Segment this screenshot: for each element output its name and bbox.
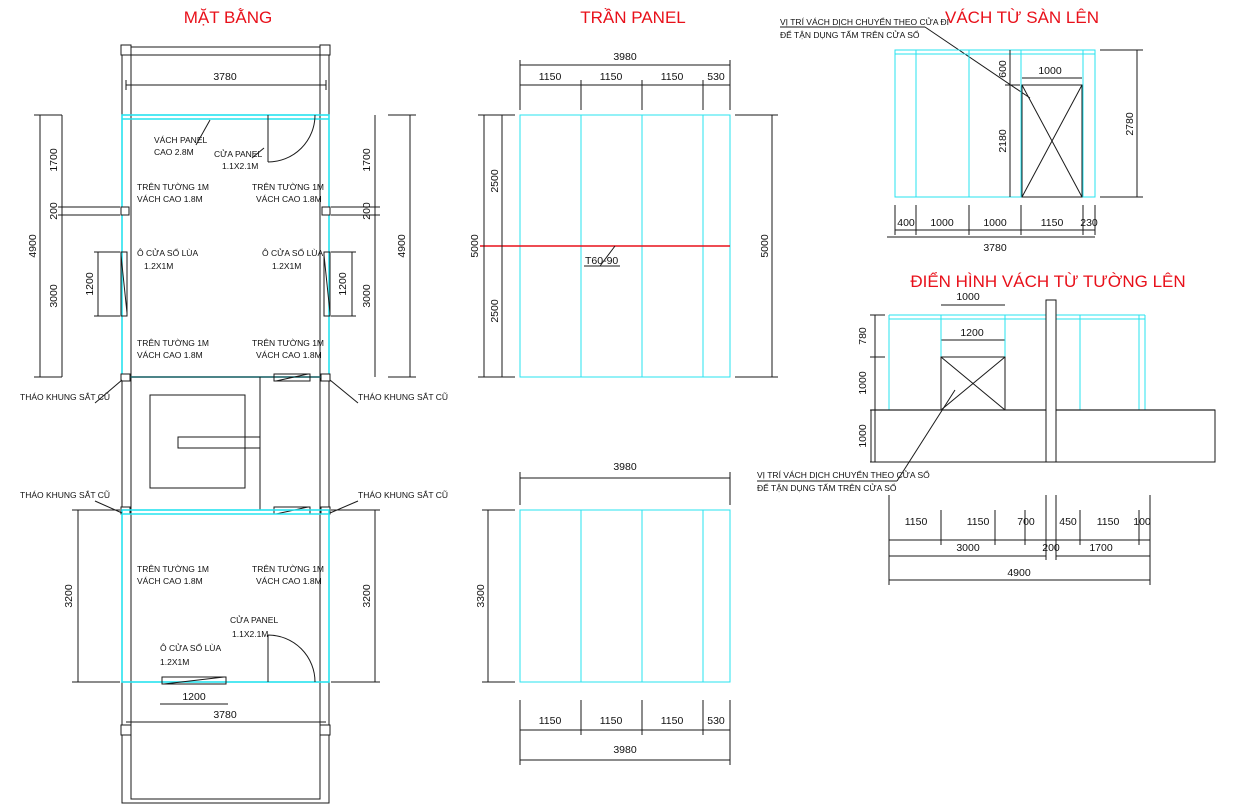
note-onwall-ul-1: TRÊN TƯỜNG 1M [137, 182, 209, 192]
note-onwall-ll-2: VÁCH CAO 1.8M [137, 576, 203, 586]
note-window-l-1: Ô CỬA SỔ LÙA [137, 247, 198, 258]
wff-seg-4: 1150 [1041, 217, 1064, 229]
wfw-seg-5: 1150 [1097, 516, 1120, 528]
plan-title: MẶT BẰNG [184, 8, 272, 27]
note-onwall-ul-2: VÁCH CAO 1.8M [137, 194, 203, 204]
wall-from-wall: 1000 1200 780 1000 1000 VỊ TRÍ VÁCH DỊCH… [757, 291, 1216, 585]
note-remove-frame-2: THÁO KHUNG SẮT CŨ [358, 392, 448, 402]
ceiling-lower-seg-3: 1150 [661, 715, 684, 727]
note-onwall-lr-2: VÁCH CAO 1.8M [256, 576, 322, 586]
ceiling-seg-1: 1150 [539, 71, 562, 83]
plan-bottom-width: 3780 [213, 709, 237, 721]
note-door-1: CỬA PANEL [214, 148, 262, 159]
wff-total: 3780 [983, 242, 1007, 254]
note-onwall-ml-1: TRÊN TƯỜNG 1M [137, 338, 209, 348]
note-window-b-1: Ô CỬA SỔ LÙA [160, 642, 221, 653]
wff-seg-5: 230 [1080, 217, 1098, 229]
wfw-note-1: VỊ TRÍ VÁCH DỊCH CHUYỂN THEO CỬA SỔ [757, 469, 930, 480]
ceiling-lower-seg-4: 530 [707, 715, 725, 727]
wfw-height-3: 1000 [857, 424, 869, 448]
wfw-window-top: 1000 [956, 291, 980, 303]
wfw-seg-4: 450 [1059, 516, 1077, 528]
ceiling-plan-upper: 3980 1150 1150 1150 530 T60-90 2500 2500… [469, 51, 778, 378]
note-window-l-2: 1.2X1M [144, 261, 173, 271]
note-remove-frame-1: THÁO KHUNG SẮT CŨ [20, 392, 110, 402]
wfw-sub-1: 3000 [956, 542, 980, 554]
ceiling-lower-height: 3300 [475, 584, 487, 608]
wfw-height-1: 780 [857, 327, 869, 345]
plan-right-seg-1: 1700 [361, 148, 373, 172]
wfw-seg-2: 1150 [967, 516, 990, 528]
wfw-sub-3: 1700 [1089, 542, 1113, 554]
ceiling-beam-label: T60-90 [585, 255, 618, 267]
wfw-window-width: 1200 [960, 327, 984, 339]
plan-top-width: 3780 [213, 71, 237, 83]
note-onwall-ll-1: TRÊN TƯỜNG 1M [137, 564, 209, 574]
wff-door-width: 1000 [1038, 65, 1062, 77]
ceiling-title: TRẦN PANEL [580, 8, 686, 27]
wff-seg-2: 1000 [930, 217, 954, 229]
wfw-sub-2: 200 [1042, 542, 1060, 554]
plan-right-window: 1200 [337, 272, 349, 296]
note-panel-wall-1: VÁCH PANEL [154, 135, 207, 145]
note-panel-wall-2: CAO 2.8M [154, 147, 194, 157]
note-onwall-ur-1: TRÊN TƯỜNG 1M [252, 182, 324, 192]
plan-right-seg-2: 200 [361, 202, 373, 220]
wfw-seg-6: 100 [1133, 516, 1151, 528]
plan-right-seg-3: 3000 [361, 284, 373, 308]
note-remove-frame-3: THÁO KHUNG SẮT CŨ [20, 490, 110, 500]
wfw-note-2: ĐỂ TẬN DỤNG TẤM TRÊN CỬA SỔ [757, 482, 897, 493]
wff-seg-1: 400 [897, 217, 915, 229]
wall-from-floor: VỊ TRÍ VÁCH DỊCH CHUYỂN THEO CỬA ĐI ĐỂ T… [780, 16, 1143, 254]
wfw-total: 4900 [1007, 567, 1031, 579]
wff-seg-3: 1000 [983, 217, 1007, 229]
note-door-2: 1.1X2.1M [222, 161, 258, 171]
plan-left-total: 4900 [27, 234, 39, 258]
note-onwall-ur-2: VÁCH CAO 1.8M [256, 194, 322, 204]
ceiling-left-total: 5000 [469, 234, 481, 258]
ceiling-lower-top-total: 3980 [613, 461, 637, 473]
wff-door-height: 2180 [997, 129, 1009, 153]
note-onwall-ml-2: VÁCH CAO 1.8M [137, 350, 203, 360]
wfw-seg-1: 1150 [905, 516, 928, 528]
wff-total-height: 2780 [1124, 112, 1136, 136]
floor-plan: 3780 1200 3780 [20, 44, 448, 804]
note-window-b-2: 1.2X1M [160, 657, 189, 667]
plan-left-seg-2: 200 [48, 202, 60, 220]
plan-left-window: 1200 [84, 272, 96, 296]
ceiling-top-total: 3980 [613, 51, 637, 63]
ceiling-lower-seg-1: 1150 [539, 715, 562, 727]
plan-left-seg-1: 1700 [48, 148, 60, 172]
ceiling-seg-3: 1150 [661, 71, 684, 83]
ceiling-left-top: 2500 [489, 169, 501, 193]
wff-note-1: VỊ TRÍ VÁCH DỊCH CHUYỂN THEO CỬA ĐI [780, 16, 949, 27]
ceiling-plan-lower: 3980 3300 1150 1150 1150 530 3980 [475, 461, 731, 765]
plan-window-width: 1200 [182, 691, 206, 703]
ceiling-seg-2: 1150 [600, 71, 623, 83]
wff-note-2: ĐỂ TẬN DỤNG TẤM TRÊN CỬA SỔ [780, 29, 920, 40]
ceiling-lower-bottom-total: 3980 [613, 744, 637, 756]
wff-above-door: 600 [997, 60, 1009, 78]
note-onwall-lr-1: TRÊN TƯỜNG 1M [252, 564, 324, 574]
wfw-seg-3: 700 [1017, 516, 1035, 528]
note-door-l-2: 1.1X2.1M [232, 629, 268, 639]
note-onwall-mr-2: VÁCH CAO 1.8M [256, 350, 322, 360]
note-onwall-mr-1: TRÊN TƯỜNG 1M [252, 338, 324, 348]
plan-right-total: 4900 [396, 234, 408, 258]
ceiling-seg-4: 530 [707, 71, 725, 83]
ceiling-right-total: 5000 [759, 234, 771, 258]
wall-from-floor-title: VÁCH TỪ SÀN LÊN [945, 8, 1099, 27]
ceiling-left-bottom: 2500 [489, 299, 501, 323]
typical-wall-title: ĐIỂN HÌNH VÁCH TỪ TƯỜNG LÊN [910, 272, 1185, 291]
ceiling-lower-seg-2: 1150 [600, 715, 623, 727]
note-remove-frame-4: THÁO KHUNG SẮT CŨ [358, 490, 448, 500]
plan-left-seg-3: 3000 [48, 284, 60, 308]
wfw-height-2: 1000 [857, 371, 869, 395]
note-window-r-2: 1.2X1M [272, 261, 301, 271]
plan-bottom-left: 3200 [63, 584, 75, 608]
note-window-r-1: Ô CỬA SỔ LÙA [262, 247, 323, 258]
plan-bottom-right: 3200 [361, 584, 373, 608]
note-door-l-1: CỬA PANEL [230, 614, 278, 625]
